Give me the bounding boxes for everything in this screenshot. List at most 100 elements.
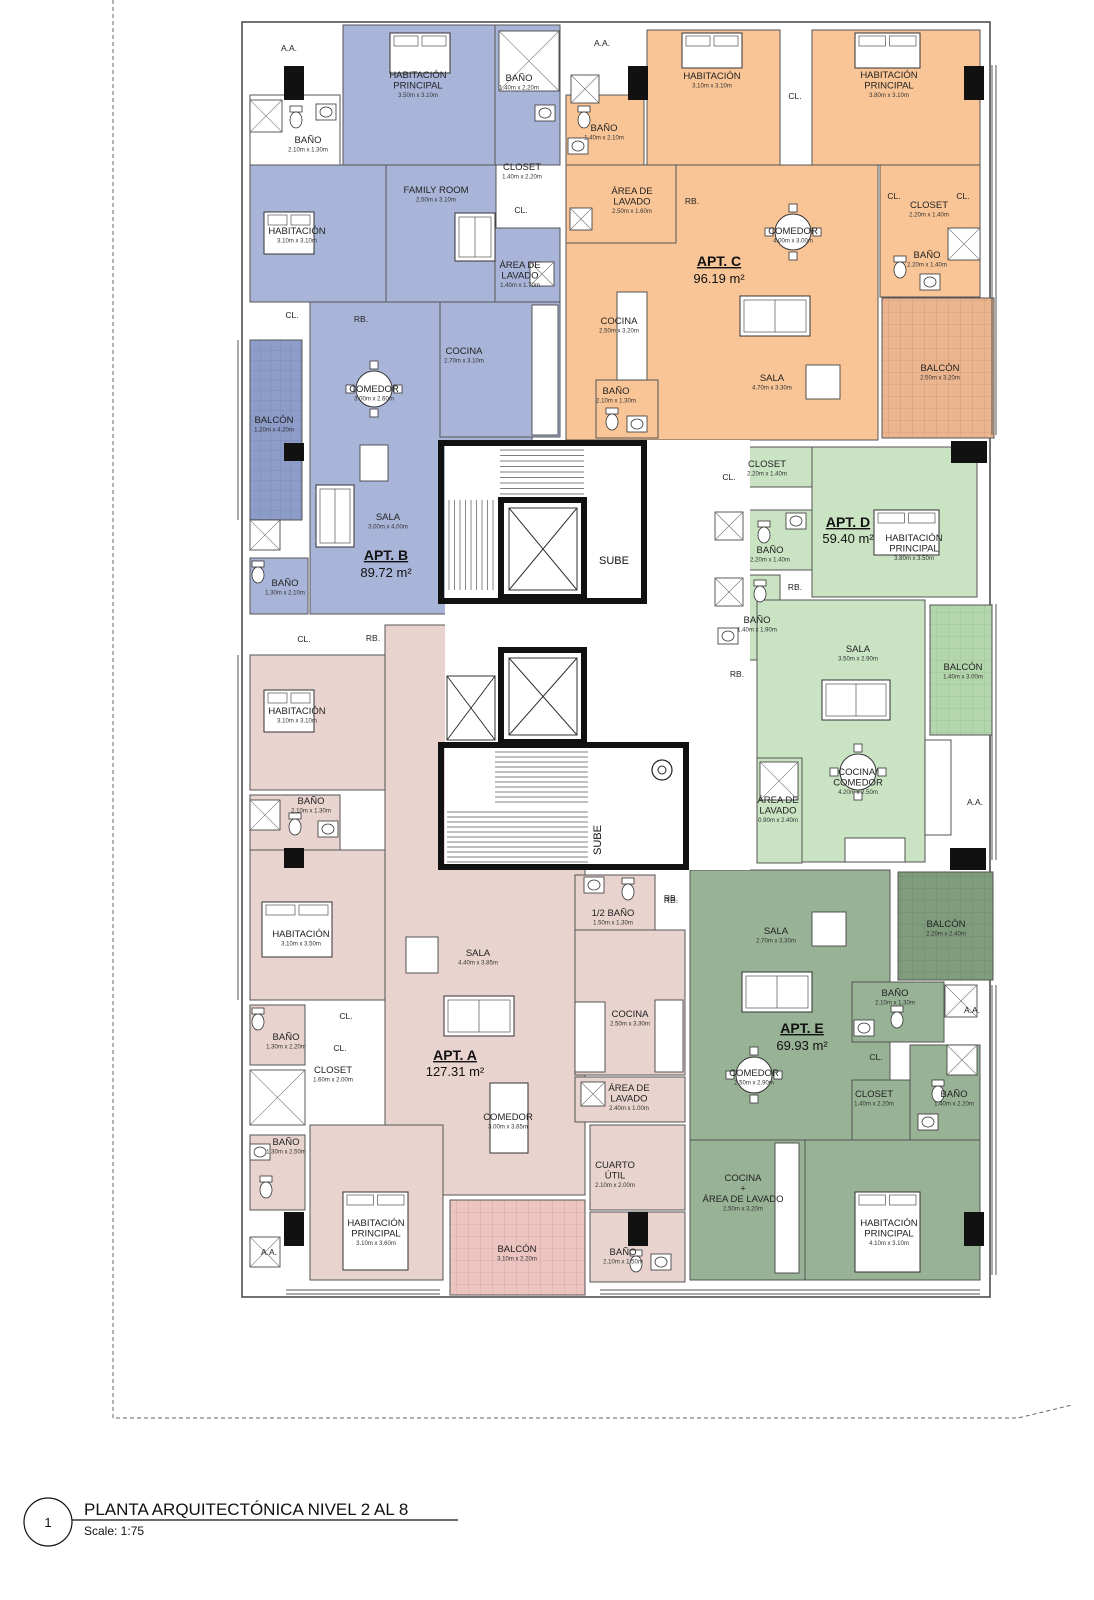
kitchen-counter xyxy=(924,739,952,836)
room-label-b-cl-1: CL. xyxy=(514,205,527,215)
shower-icon xyxy=(580,1081,606,1107)
sink-icon xyxy=(853,1019,875,1037)
stair-2-wall xyxy=(438,742,689,870)
room-name: RB. xyxy=(366,633,380,643)
room-dimensions: 2.20m x 2.40m xyxy=(926,932,966,938)
room-dimensions: 4.70m x 3.30m xyxy=(752,386,792,392)
room-label-d-aa: A.A. xyxy=(967,797,983,807)
armchair-icon xyxy=(811,911,847,947)
room-label-a-aa: A.A. xyxy=(261,1247,277,1257)
room-label-b-rb: RB. xyxy=(354,314,368,324)
kitchen-counter xyxy=(616,291,648,381)
kitchen-counter xyxy=(531,304,559,436)
zone-a-halfbano xyxy=(574,874,656,931)
column xyxy=(628,1212,648,1246)
bed-icon xyxy=(263,211,315,255)
toilet-icon xyxy=(931,1079,945,1103)
room-dimensions: 4.00m x 3.00m xyxy=(773,239,813,245)
room-name: SALA xyxy=(466,948,491,959)
shower-icon xyxy=(498,30,560,92)
room-name: CLOSET xyxy=(314,1065,352,1076)
drawing-scale: Scale: 1:75 xyxy=(84,1524,144,1538)
apt-d-area: 59.40 m² xyxy=(822,531,874,546)
armchair-icon xyxy=(805,364,841,400)
room-name: CL. xyxy=(333,1043,346,1053)
room-dimensions: 1.40m x 2.20m xyxy=(934,1102,974,1108)
toilet-icon xyxy=(757,520,771,544)
shower-icon xyxy=(249,799,281,831)
room-name: BAÑO xyxy=(272,578,299,589)
column xyxy=(284,66,304,100)
room-name: SALA xyxy=(760,373,785,384)
room-dimensions: 1.20m x 4.20m xyxy=(254,428,294,434)
room-dimensions: 3.10m x 3.60m xyxy=(356,1241,396,1247)
kitchen-counter xyxy=(574,1001,606,1073)
room-dimensions: 2.10m x 1.50m xyxy=(603,1260,643,1266)
room-name: A.A. xyxy=(964,1005,980,1015)
room-name: ÁREA DE xyxy=(608,1083,649,1094)
room-name: COCINA xyxy=(612,1009,650,1020)
room-dimensions: 3.00m x 2.60m xyxy=(354,397,394,403)
sink-icon xyxy=(917,1113,939,1131)
room-name: A.A. xyxy=(261,1247,277,1257)
room-name: ÁREA DE LAVADO xyxy=(703,1194,784,1205)
room-dimensions: 1.40m x 1.90m xyxy=(737,628,777,634)
shower-icon xyxy=(714,577,744,607)
room-dimensions: 3.10m x 3.50m xyxy=(281,942,321,948)
drawing-title: PLANTA ARQUITECTÓNICA NIVEL 2 AL 8 xyxy=(84,1500,408,1519)
toilet-icon xyxy=(289,105,303,129)
room-dimensions: 3.50m x 2.90m xyxy=(838,657,878,663)
room-name: HABITACIÓN xyxy=(389,70,446,81)
kitchen-counter xyxy=(774,1142,800,1274)
room-name: PRINCIPAL xyxy=(351,1229,400,1240)
room-dimensions: 2.70m x 3.10m xyxy=(444,359,484,365)
zone-d-closet xyxy=(741,446,813,488)
room-label-c-cl-3: CL. xyxy=(956,191,969,201)
room-dimensions: 2.50m x 3.10m xyxy=(416,198,456,204)
sofa-icon xyxy=(821,679,891,721)
room-label-d-rb: RB. xyxy=(788,582,802,592)
room-name: ÁREA DE xyxy=(611,186,652,197)
zone-e-closet xyxy=(851,1079,911,1141)
room-dimensions: 3.00m x 4.00m xyxy=(368,525,408,531)
toilet-icon xyxy=(890,1005,904,1029)
zone-d-balcon xyxy=(929,604,993,736)
room-name: ÚTIL xyxy=(605,1171,626,1182)
room-dimensions: 1.40m x 3.00m xyxy=(943,675,983,681)
room-name: CL. xyxy=(788,91,801,101)
room-label-a-rb: RB. xyxy=(366,633,380,643)
room-name: HABITACIÓN xyxy=(272,929,329,940)
room-dimensions: 2.20m x 1.40m xyxy=(907,263,947,269)
room-dimensions: 2.10m x 1.30m xyxy=(875,1001,915,1007)
room-name: COCINA xyxy=(446,346,484,357)
room-label-b-cl-2: CL. xyxy=(285,310,298,320)
zone-e-balcon xyxy=(897,871,994,981)
room-name: RB. xyxy=(730,669,744,679)
bed-icon xyxy=(261,901,333,958)
sink-icon xyxy=(317,820,339,838)
apt-a-name: APT. A xyxy=(433,1047,477,1063)
room-name: A.A. xyxy=(594,38,610,48)
sink-icon xyxy=(650,1253,672,1271)
site-boundary xyxy=(112,0,1073,1419)
sink-icon xyxy=(626,415,648,433)
stair-1-wall xyxy=(438,440,647,604)
